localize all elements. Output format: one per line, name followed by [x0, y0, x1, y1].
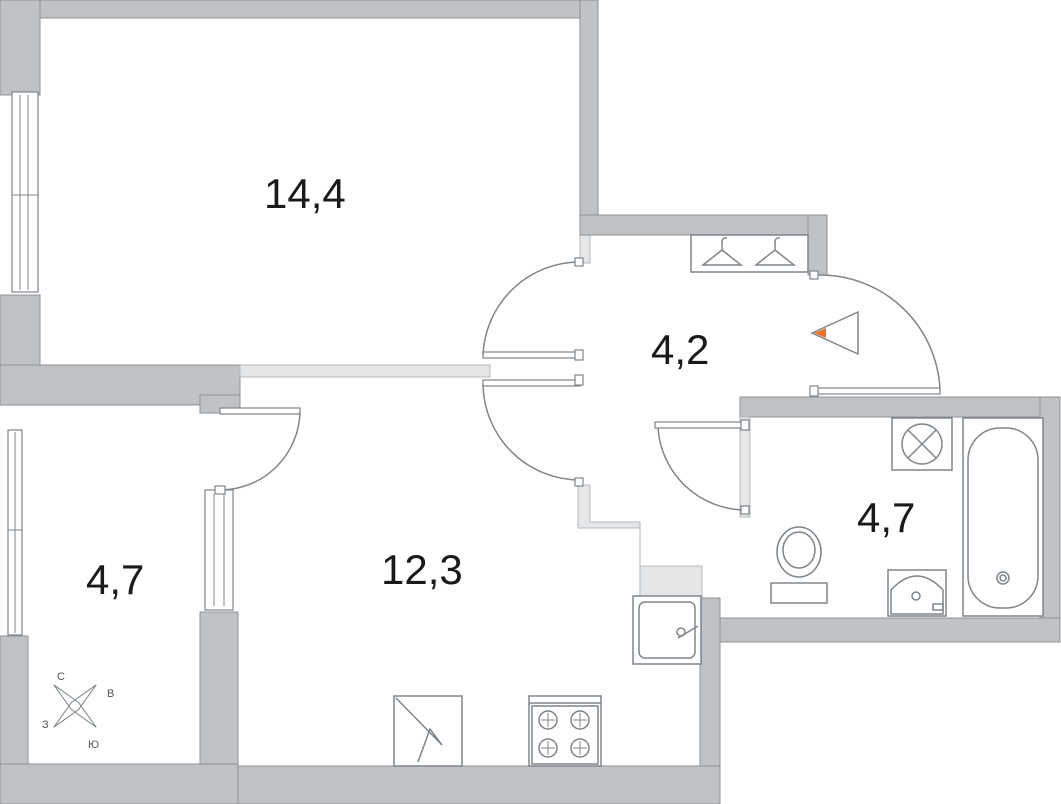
- toilet-icon: [770, 526, 828, 604]
- kitchen-sink-icon: [632, 595, 702, 665]
- door-room-jamb-2: [574, 349, 584, 361]
- entrance-marker-icon: [810, 310, 859, 356]
- door-room-leaf: [482, 351, 581, 359]
- bathtub-icon: [962, 417, 1044, 617]
- door-loggia-leaf: [219, 407, 301, 415]
- hallway-area: 4,2: [651, 326, 709, 373]
- wall-kitchen-bottom: [237, 765, 721, 804]
- compass-north: С: [57, 671, 65, 683]
- wall-bath-top: [739, 396, 1061, 418]
- washbasin-icon: [887, 569, 947, 617]
- door-room-arc: [482, 261, 581, 356]
- wall-hall-top: [579, 214, 828, 236]
- wall-bath-bottom: [699, 617, 1061, 643]
- ventilation-icon: [891, 417, 953, 471]
- stove-icon: [528, 695, 602, 767]
- doors: [214, 257, 941, 515]
- wardrobe: [690, 234, 809, 273]
- wall-partition: [239, 364, 491, 378]
- compass-icon: С В Ю З: [42, 671, 114, 751]
- door-kitchen-leaf: [482, 379, 581, 387]
- wall-kitchen-right: [699, 597, 721, 804]
- door-kitchen-jamb: [574, 374, 584, 386]
- door-bath-leaf: [654, 421, 746, 429]
- door-kitchen-arc: [482, 384, 581, 481]
- hanger-icon: [690, 234, 809, 273]
- door-loggia-arc: [221, 411, 301, 491]
- wall-left-top: [0, 0, 41, 96]
- wall-bath-left: [739, 416, 751, 518]
- door-loggia-jamb: [214, 485, 226, 495]
- window-room: [11, 91, 39, 293]
- electric-panel-icon: [393, 695, 463, 767]
- door-room-jamb: [574, 257, 584, 267]
- wall-loggia-bottom: [0, 763, 239, 804]
- wall-top: [39, 0, 599, 19]
- kitchen-area: 12,3: [381, 546, 463, 593]
- bathroom-area: 4,7: [857, 494, 915, 541]
- compass-east: В: [107, 688, 114, 700]
- loggia-area: 4,7: [86, 556, 144, 603]
- shaft: [577, 484, 703, 599]
- compass-west: З: [42, 719, 49, 731]
- door-bath-jamb: [740, 419, 750, 431]
- door-bath-arc: [657, 427, 746, 511]
- door-bath-jamb-2: [740, 505, 750, 515]
- wall-room-right: [579, 0, 599, 236]
- door-entrance-jamb: [809, 270, 819, 280]
- wall-hall-right: [807, 214, 828, 276]
- compass-south: Ю: [88, 739, 99, 751]
- windows: [7, 91, 234, 636]
- window-kitchen: [204, 489, 234, 611]
- door-kitchen-jamb-2: [574, 477, 584, 487]
- door-entrance-leaf: [814, 387, 941, 395]
- door-entrance-arc: [817, 274, 941, 391]
- door-entrance-jamb-2: [809, 385, 819, 397]
- room-large-area: 14,4: [264, 170, 346, 217]
